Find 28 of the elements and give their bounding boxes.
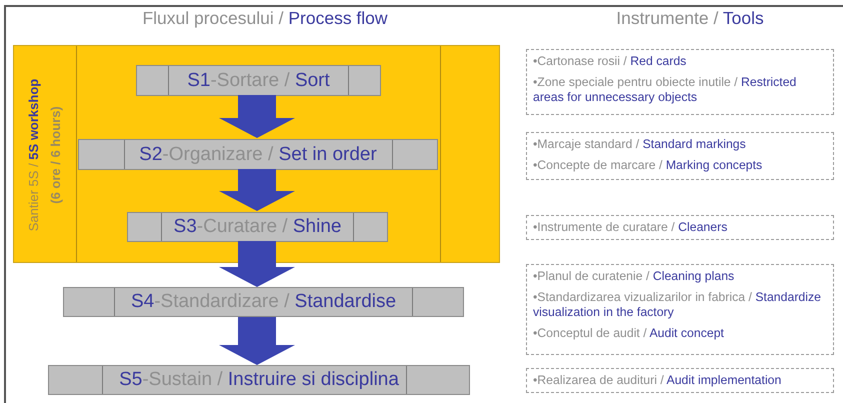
tool-item: •Instrumente de curatare / Cleaners	[533, 220, 728, 235]
column-heading: Fluxul procesului / Process flow	[142, 8, 388, 29]
tool-item: •Realizarea de audituri / Audit implementation	[533, 373, 782, 388]
flow-arrow	[219, 241, 295, 287]
flow-arrow	[219, 169, 295, 211]
vertical-label: Santier 5S / 5S workshop	[25, 78, 42, 232]
flow-arrow	[219, 95, 295, 138]
column-heading: Instrumente / Tools	[616, 8, 764, 29]
step-box	[136, 65, 381, 96]
tools-box	[526, 215, 834, 240]
step-box	[63, 287, 464, 317]
tool-item: •Zone speciale pentru obiecte inutile / Restricted areas for unnecessary objects	[533, 75, 798, 105]
tool-item: •Concepte de marcare / Marking concepts	[533, 158, 764, 173]
step-box	[78, 139, 438, 170]
tool-item: •Marcaje standard / Standard markings	[533, 137, 747, 152]
tool-item: •Planul de curatenie / Cleaning plans	[533, 269, 736, 284]
vertical-label: (6 ore / 6 hours)	[47, 106, 64, 204]
tool-item: •Conceptul de audit / Audit concept	[533, 326, 725, 341]
tool-item: •Cartonase rosii / Red cards	[533, 54, 688, 69]
tools-box	[526, 368, 834, 393]
tools-box	[526, 49, 834, 115]
flow-arrow	[219, 317, 295, 365]
workshop-panel	[13, 45, 500, 263]
tools-box	[526, 132, 834, 180]
step-box	[127, 212, 388, 242]
tool-item: •Standardizarea vizualizarilor in fabrica / Standardize visualization in the factory	[533, 290, 822, 320]
step-box	[48, 365, 470, 395]
tools-box	[526, 264, 834, 355]
